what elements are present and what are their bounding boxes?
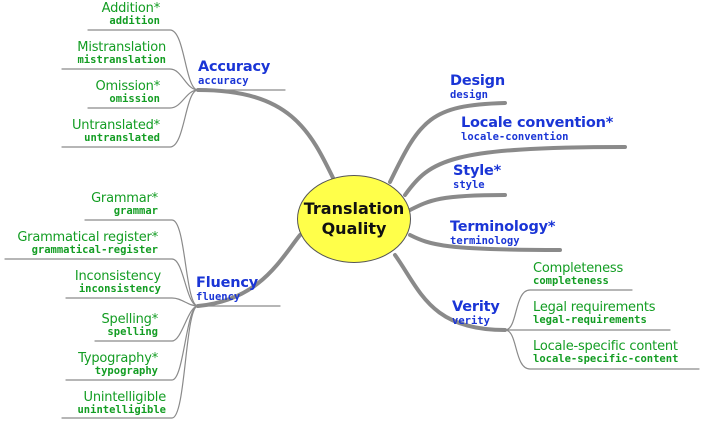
subcategory-label: Spelling* <box>101 312 158 327</box>
subcategory-code: spelling <box>107 326 158 338</box>
subcategory-label: Mistranslation <box>77 40 166 55</box>
subcategory-code: completeness <box>533 275 609 287</box>
subcategory-code: unintelligible <box>77 404 166 416</box>
subcategory-label: Completeness <box>533 261 624 276</box>
subcategory-legal-requirements: Legal requirements legal-requirements <box>533 300 656 326</box>
branch-accuracy <box>196 88 337 184</box>
subcategory-code: typography <box>94 365 158 377</box>
category-style: Style* style <box>453 164 501 190</box>
subcategory-inconsistency: Inconsistency inconsistency <box>75 270 161 295</box>
branch-terminology <box>408 233 562 252</box>
subcategory-label: Inconsistency <box>74 269 161 284</box>
root-title-line2: Quality <box>321 219 387 238</box>
category-label: Accuracy <box>198 59 271 75</box>
subcategory-code: locale-specific-content <box>533 353 679 365</box>
subcategory-grammatical-register: Grammatical register* grammatical-regist… <box>17 231 158 256</box>
subcategory-code: untranslated <box>84 132 160 144</box>
subcategory-unintelligible: Unintelligible unintelligible <box>77 391 166 416</box>
subcategory-completeness: Completeness completeness <box>533 262 623 287</box>
subcategory-code: legal-requirements <box>533 314 647 326</box>
category-label: Fluency <box>196 275 259 291</box>
category-terminology: Terminology* terminology <box>450 220 555 246</box>
category-label: Verity <box>452 299 500 315</box>
subcategory-omission: Omission* omission <box>95 80 160 105</box>
subcategory-spelling: Spelling* spelling <box>101 313 158 338</box>
subcategory-code: grammar <box>113 205 158 217</box>
category-design: Design design <box>450 74 505 100</box>
category-label: Locale convention* <box>461 115 614 131</box>
category-label: Style* <box>453 163 502 179</box>
category-accuracy: Accuracy accuracy <box>198 60 270 86</box>
subcategory-label: Addition* <box>101 1 161 16</box>
category-verity: Verity verity <box>452 300 500 326</box>
subcategory-untranslated: Untranslated* untranslated <box>72 119 160 144</box>
category-locale-convention: Locale convention* locale-convention <box>461 116 613 142</box>
category-code: verity <box>452 314 490 327</box>
subcategory-label: Typography* <box>78 351 158 366</box>
subcategory-typography: Typography* typography <box>78 352 158 377</box>
branch-verity <box>393 253 507 332</box>
subcategory-label: Legal requirements <box>533 300 656 315</box>
category-code: locale-convention <box>461 130 569 143</box>
subcategory-label: Unintelligible <box>83 390 167 405</box>
branch-style <box>408 193 507 212</box>
subcategory-label: Omission* <box>95 79 160 94</box>
category-code: design <box>450 88 488 101</box>
branch-locale-convention <box>403 145 627 197</box>
subcategory-code: omission <box>109 93 160 105</box>
subcategory-label: Locale-specific content <box>533 339 678 354</box>
subcategory-label: Untranslated* <box>71 118 160 133</box>
subcategory-grammar: Grammar* grammar <box>91 192 158 217</box>
subcategory-code: grammatical-register <box>31 244 158 256</box>
branch-fluency <box>196 233 302 308</box>
category-label: Terminology* <box>450 219 556 235</box>
category-code: terminology <box>450 234 520 247</box>
subcategory-locale-specific-content: Locale-specific content locale-specific-… <box>533 340 678 365</box>
category-label: Design <box>450 73 505 89</box>
subcategory-code: inconsistency <box>78 283 161 295</box>
root-title-line1: Translation <box>303 199 405 218</box>
root-node: Translation Quality <box>297 175 411 263</box>
subcategory-mistranslation: Mistranslation mistranslation <box>77 41 166 66</box>
category-code: style <box>453 178 485 191</box>
branch-design <box>388 101 507 184</box>
subcategory-label: Grammar* <box>91 191 158 206</box>
subcategory-code: mistranslation <box>77 54 166 66</box>
category-code: accuracy <box>198 74 249 87</box>
category-code: fluency <box>196 290 241 303</box>
subcategory-code: addition <box>109 15 160 27</box>
category-fluency: Fluency fluency <box>196 276 258 302</box>
subcategory-label: Grammatical register* <box>17 230 158 245</box>
subcategory-addition: Addition* addition <box>101 1 161 27</box>
